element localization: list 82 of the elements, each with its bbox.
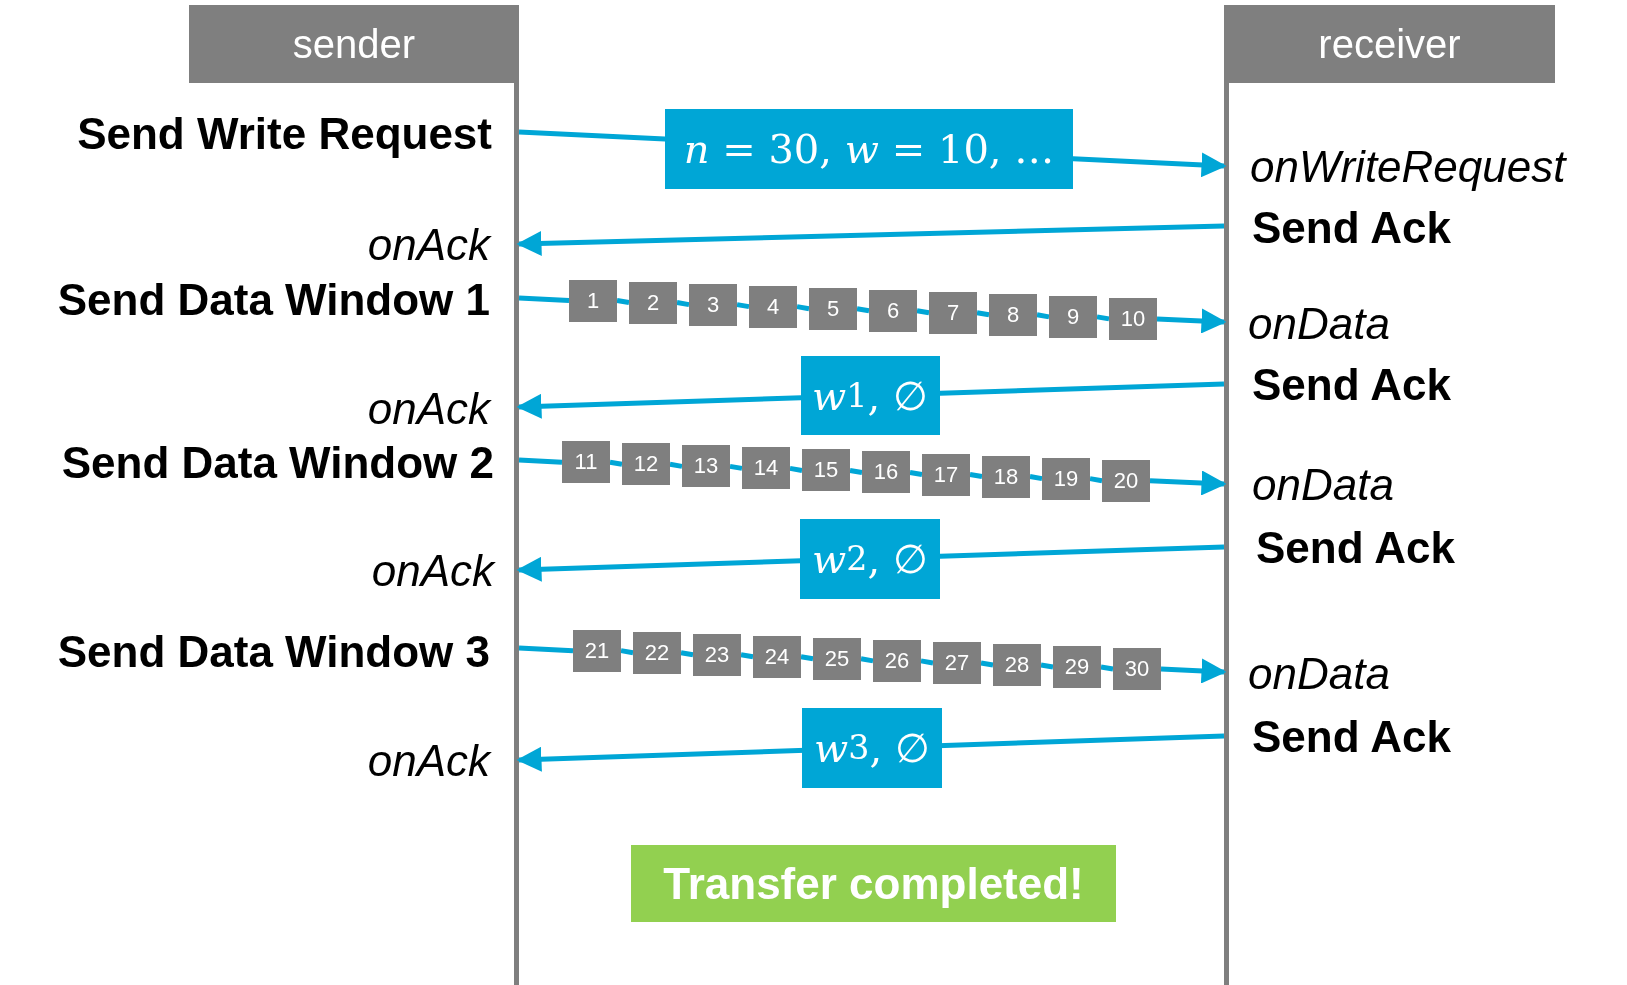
packet-box: 9 [1049, 295, 1097, 338]
packet-box: 28 [993, 643, 1041, 686]
connector-line [669, 461, 683, 469]
event-label: onAck [367, 385, 490, 434]
packet-box: 7 [929, 291, 977, 334]
arrow [516, 223, 1225, 256]
packet-box: 20 [1102, 459, 1150, 502]
connector-line [856, 306, 870, 314]
packet-box: 4 [749, 285, 797, 328]
action-label: Send Write Request [77, 110, 492, 159]
connector-line [676, 300, 690, 308]
connector-line [609, 459, 623, 467]
connector-line [740, 652, 754, 660]
edge-label: n = 30, w = 10, … [665, 108, 1073, 189]
packet-box: 29 [1053, 646, 1101, 688]
action-label: Send Data Window 3 [57, 628, 490, 677]
packet-box: 1 [569, 279, 617, 322]
connector-line [1089, 476, 1103, 484]
packet-box: 10 [1109, 297, 1157, 340]
event-label: onAck [371, 547, 494, 596]
event-label: onData [1248, 650, 1390, 699]
connector-line [980, 660, 994, 668]
connector-line [800, 654, 814, 662]
action-label: Send Data Window 2 [61, 439, 494, 488]
arrow [1156, 308, 1227, 334]
connector-line [616, 298, 630, 306]
event-label: onData [1248, 300, 1390, 349]
status-box: Transfer completed! [631, 845, 1116, 922]
event-label: onAck [367, 737, 490, 786]
connector-line [518, 295, 570, 303]
connector-line [729, 463, 743, 471]
packet-box: 6 [869, 289, 917, 332]
packet-box: 21 [573, 629, 621, 672]
packet-box: 26 [873, 639, 921, 682]
connector-line [1036, 312, 1050, 320]
packet-box: 22 [633, 631, 681, 674]
connector-line [518, 645, 574, 654]
packet-box: 15 [802, 449, 850, 492]
connector-line [518, 457, 563, 465]
action-label: Send Ack [1252, 361, 1451, 410]
event-label: onWriteRequest [1250, 143, 1566, 192]
connector-line [789, 465, 803, 473]
connector-line [1029, 474, 1043, 482]
packet-box: 24 [753, 635, 801, 678]
connector-line [1040, 662, 1054, 670]
action-label: Send Ack [1252, 204, 1451, 253]
arrow [1149, 470, 1227, 496]
action-label: Send Ack [1252, 713, 1451, 762]
event-label: onAck [367, 221, 490, 270]
connector-line [909, 470, 923, 477]
connector-line [796, 304, 810, 312]
packet-box: 2 [629, 281, 677, 324]
packet-box: 27 [933, 641, 981, 684]
packet-box: 14 [742, 447, 790, 490]
connector-line [620, 648, 634, 656]
packet-box: 17 [922, 453, 970, 496]
packet-box: 30 [1113, 648, 1161, 691]
event-label: onData [1252, 461, 1394, 510]
connector-line [976, 310, 990, 318]
packet-box: 8 [989, 293, 1037, 336]
packet-box: 25 [813, 637, 861, 680]
packet-box: 16 [862, 451, 910, 494]
packet-box: 11 [562, 441, 610, 484]
packet-box: 19 [1042, 457, 1090, 500]
connector-line [1100, 664, 1114, 672]
packet-box: 18 [982, 455, 1030, 498]
connector-line [969, 472, 983, 480]
packet-box: 5 [809, 287, 857, 330]
connector-line [736, 302, 750, 310]
packet-box: 13 [682, 445, 730, 488]
arrow [1160, 658, 1227, 684]
connector-line [916, 308, 930, 316]
connector-line [1096, 314, 1110, 322]
packet-box: 3 [689, 283, 737, 326]
connector-line [849, 468, 863, 475]
action-label: Send Ack [1256, 524, 1455, 573]
connector-line [860, 656, 874, 664]
connector-line [920, 658, 934, 666]
packet-box: 12 [622, 443, 670, 486]
packet-box: 23 [693, 633, 741, 676]
action-label: Send Data Window 1 [57, 276, 490, 325]
connector-line [680, 650, 694, 658]
